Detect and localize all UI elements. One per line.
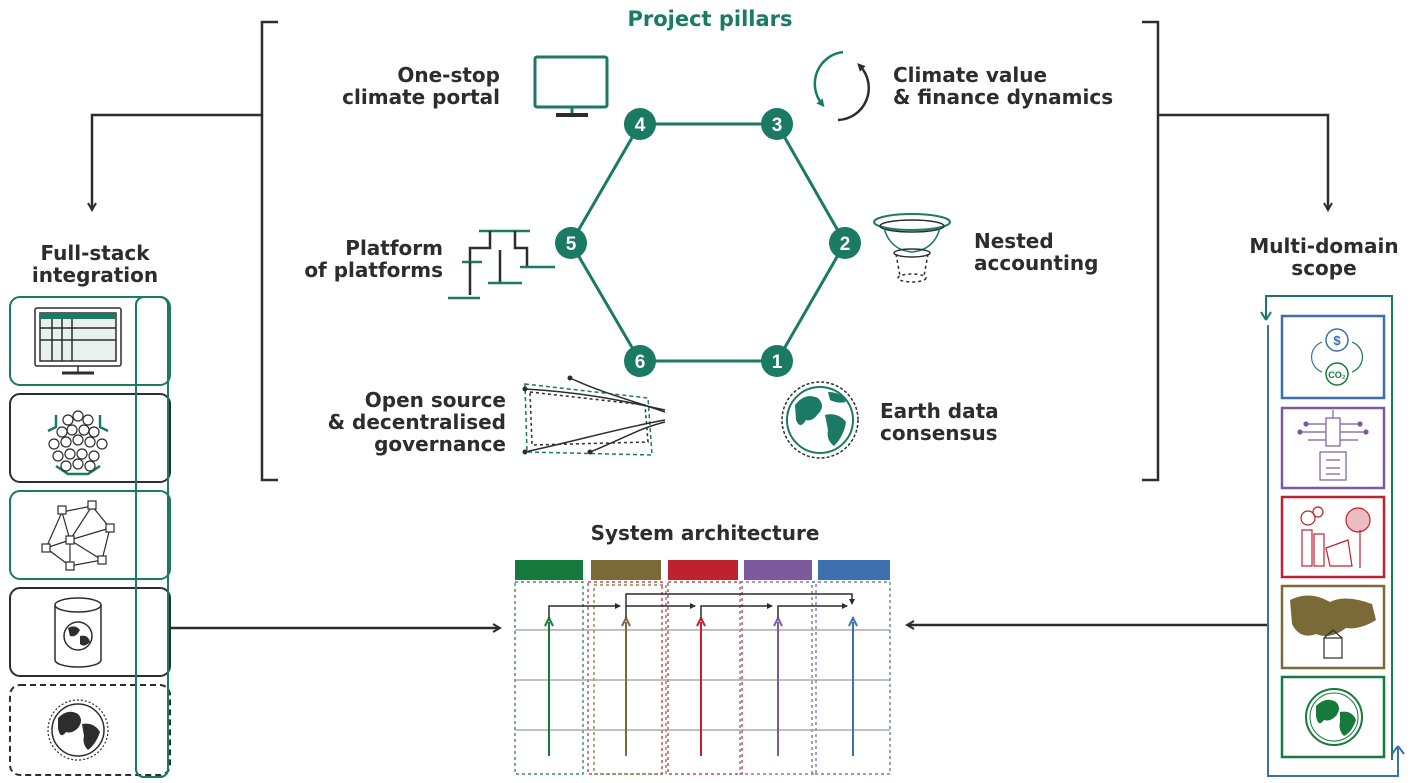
left-panel: [9, 296, 171, 778]
right-title-line1: Multi-domain: [1249, 234, 1399, 258]
pillar-1-line1: Earth data: [880, 399, 999, 423]
globe-icon: [1305, 688, 1363, 746]
pillar-6-label: Open source & decentralised governance: [240, 389, 506, 455]
pillar-3-label: Climate value & finance dynamics: [893, 64, 1153, 108]
data-hub-icon: [1297, 410, 1369, 481]
globe-database-icon: [54, 597, 102, 668]
node-4: 4: [624, 108, 656, 140]
pillar-3-line2: & finance dynamics: [893, 85, 1114, 109]
right-title-line2: scope: [1291, 256, 1357, 280]
right-panel-title: Multi-domain scope: [1226, 235, 1422, 279]
node-4-label: 4: [635, 115, 646, 136]
globe-icon: [47, 699, 109, 761]
pillars-title: Project pillars: [627, 7, 793, 31]
platforms-icon: [448, 229, 555, 300]
pillar-1-line2: consensus: [880, 421, 998, 445]
pillars-bracket: [260, 20, 1160, 482]
architecture-diagram: [514, 560, 891, 775]
pillar-6-line2: & decentralised: [327, 410, 506, 434]
mesh-cubes-icon: [41, 500, 115, 571]
pillar-2-line2: accounting: [974, 251, 1099, 275]
pillars-hexagon: 1 2 3 4 5 6: [555, 108, 861, 377]
pillar-1-label: Earth data consensus: [880, 400, 1080, 444]
pillar-6-line1: Open source: [364, 388, 506, 412]
left-panel-title: Full-stack integration: [0, 242, 190, 286]
world-map-icon: [1290, 595, 1376, 659]
pillar-4-line2: climate portal: [342, 85, 500, 109]
architecture-title: System architecture: [590, 521, 820, 545]
node-3: 3: [761, 108, 793, 140]
right-panel: $ CO₂: [1260, 295, 1405, 777]
node-6: 6: [624, 345, 656, 377]
svg-text:$: $: [1333, 333, 1341, 348]
pillar-2-label: Nested accounting: [974, 230, 1134, 274]
pillar-5-line1: Platform: [345, 236, 443, 260]
pillar-3-line1: Climate value: [893, 63, 1048, 87]
svg-text:CO₂: CO₂: [1328, 370, 1346, 380]
spreadsheet-monitor-icon: [34, 307, 122, 375]
arch-header-red: [668, 560, 738, 580]
pillar-6-line3: governance: [374, 432, 506, 456]
pillar-5-label: Platform of platforms: [180, 237, 443, 281]
node-2: 2: [829, 227, 861, 259]
node-6-label: 6: [635, 352, 646, 373]
pillar-2-line1: Nested: [974, 229, 1054, 253]
hexagon-network-icon: [47, 410, 109, 476]
node-1-label: 1: [772, 352, 783, 373]
left-title-line2: integration: [31, 263, 159, 287]
arch-header-olive: [591, 560, 661, 580]
arch-header-purple: [744, 560, 812, 580]
pillar-5-line2: of platforms: [304, 258, 443, 282]
arch-header-green: [515, 560, 583, 580]
nested-rings-icon: [873, 213, 951, 283]
node-3-label: 3: [772, 115, 783, 136]
node-5: 5: [555, 227, 587, 259]
cycle-arrows-icon: [813, 50, 871, 122]
funnel-icon: [522, 375, 666, 456]
monitor-icon: [533, 55, 609, 117]
node-5-label: 5: [566, 234, 577, 255]
industry-tree-icon: [1300, 506, 1371, 568]
left-title-line1: Full-stack: [40, 241, 150, 265]
globe-icon: [781, 381, 859, 459]
pillar-4-line1: One-stop: [397, 63, 500, 87]
pillar-4-label: One-stop climate portal: [240, 64, 500, 108]
node-1: 1: [761, 345, 793, 377]
finance-co2-cycle-icon: $ CO₂: [1310, 328, 1364, 386]
bracket-connectors: [92, 113, 1328, 628]
arch-header-blue: [818, 560, 890, 580]
node-2-label: 2: [840, 234, 851, 255]
